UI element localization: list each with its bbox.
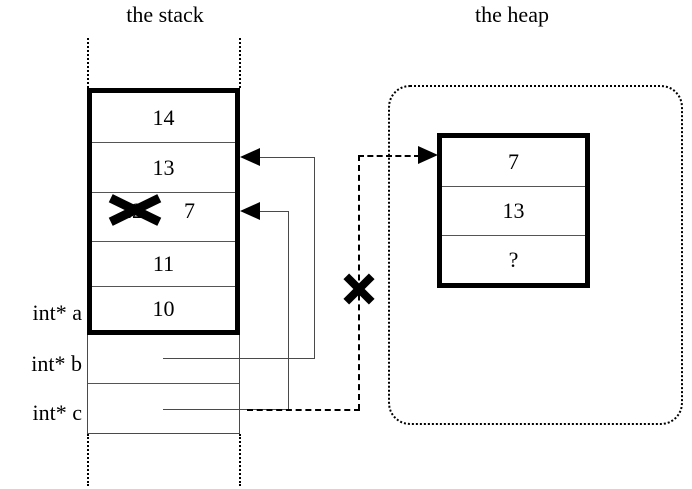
stack-guide-right-bottom	[239, 434, 241, 486]
stack-cell-2	[92, 192, 235, 241]
stack-cell-0: 14	[92, 93, 235, 142]
variable-label-c: int* c	[32, 400, 83, 425]
stale-pointer-segment-vertical	[358, 155, 360, 410]
stack-frame-locals	[87, 335, 240, 434]
stack-cell-5	[88, 335, 239, 383]
stack-cell-6	[88, 383, 239, 432]
heap-cell-1-value: 13	[502, 198, 525, 223]
heap-title: the heap	[475, 2, 549, 27]
stale-pointer-segment-horizontal-upper	[358, 155, 420, 157]
heap-region-boundary	[388, 85, 683, 425]
pointer-c-segment-horizontal-upper	[258, 211, 289, 212]
pointer-b-arrowhead-icon	[240, 148, 260, 166]
stack-frame-active: 14 13 11 10	[87, 88, 240, 335]
stack-cell-2-old-value: 12	[121, 198, 143, 223]
invalidated-pointer-strikeout-icon	[341, 272, 377, 306]
stack-guide-left-top	[87, 38, 89, 88]
pointer-b-segment-horizontal-upper	[258, 157, 315, 158]
stack-guide-right-top	[239, 38, 241, 88]
stack-cell-2-new-value: 7	[184, 198, 195, 223]
stale-pointer-arrowhead-icon	[418, 146, 438, 164]
stack-cell-3: 11	[92, 241, 235, 286]
heap-cell-2-value: ?	[508, 246, 519, 272]
stack-cell-0-value: 14	[152, 104, 175, 130]
stack-cell-4-value: 10	[152, 295, 175, 321]
stale-pointer-segment-horizontal-lower	[247, 409, 360, 411]
pointer-b-segment-horizontal-lower	[163, 358, 315, 359]
heap-cell-1: 13	[442, 186, 585, 235]
pointer-c-arrowhead-icon	[240, 202, 260, 220]
stack-guide-left-bottom	[87, 434, 89, 486]
pointer-b-segment-vertical	[314, 157, 315, 359]
heap-cell-2: ?	[442, 235, 585, 283]
pointer-c-segment-vertical	[288, 211, 289, 410]
variable-label-b: int* b	[31, 351, 82, 376]
heap-cell-0-value: 7	[508, 149, 519, 174]
stack-cell-1: 13	[92, 142, 235, 192]
stack-cell-3-value: 11	[152, 251, 175, 276]
heap-block: 7 13 ?	[437, 133, 590, 288]
pointer-c-segment-horizontal-lower	[163, 409, 289, 410]
heap-cell-0: 7	[442, 138, 585, 186]
stack-cell-1-value: 13	[152, 154, 175, 180]
stack-cell-2-strikeout-icon	[108, 194, 162, 226]
stack-title: the stack	[126, 2, 204, 27]
variable-label-a: int* a	[32, 300, 83, 325]
stack-cell-4: 10	[92, 286, 235, 330]
